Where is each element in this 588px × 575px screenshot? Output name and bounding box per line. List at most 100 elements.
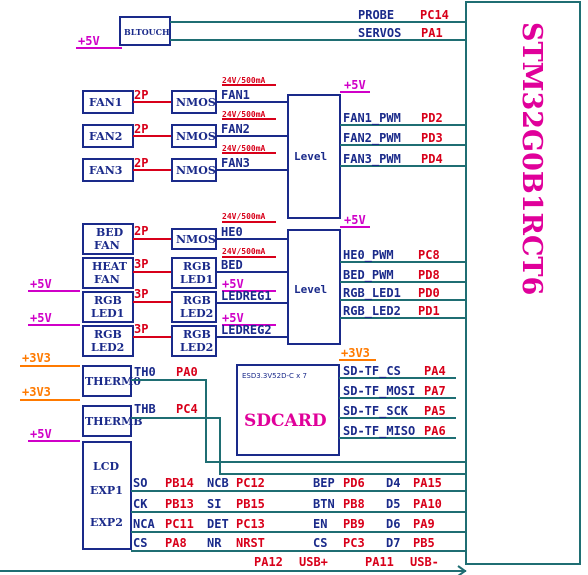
usb-m-label: USB- bbox=[410, 555, 439, 569]
fan-rating: 24V/500mA bbox=[222, 144, 266, 153]
lcd-pin-c: PC3 bbox=[343, 536, 365, 550]
pwm-pin: PD0 bbox=[418, 286, 440, 300]
lcd-pin-a: PC11 bbox=[165, 517, 194, 531]
sdcard-v33: +3V3 bbox=[341, 346, 370, 360]
heatfan-box bbox=[82, 257, 134, 289]
lcd-box bbox=[82, 441, 132, 550]
therm0-label: THERM0 bbox=[85, 375, 141, 388]
lcd-sig-b: NCB bbox=[207, 476, 229, 490]
heatfan-l1: HEAT bbox=[92, 260, 128, 273]
bedfan-nmos-label: NMOS bbox=[176, 233, 216, 246]
fan-pin: PD3 bbox=[421, 131, 443, 145]
bedfan-box bbox=[82, 223, 134, 255]
lcd-sig-c: EN bbox=[313, 517, 327, 531]
sd-pin: PA5 bbox=[424, 404, 446, 418]
heatfan-conn: 3P bbox=[134, 257, 148, 271]
lcd-pin-b: NRST bbox=[236, 536, 265, 550]
bltouch-label: BLTOUCH bbox=[124, 27, 170, 37]
pwm-pin: PD8 bbox=[418, 268, 440, 282]
thb-label: THB bbox=[134, 402, 156, 416]
rgbled1-rgb bbox=[171, 291, 217, 323]
servos-pin: PA1 bbox=[421, 26, 443, 40]
lcd-sig-c: CS bbox=[313, 536, 327, 550]
fan-label: FAN3 bbox=[89, 164, 122, 177]
lcd-pin-b: PC13 bbox=[236, 517, 265, 531]
rgbled1-box bbox=[82, 291, 134, 323]
sd-pin: PA7 bbox=[424, 384, 446, 398]
fan-rating: 24V/500mA bbox=[222, 110, 266, 119]
probe-label: PROBE bbox=[358, 8, 394, 22]
heatfan-net: BED bbox=[221, 258, 243, 272]
level1-box bbox=[287, 94, 341, 219]
rgbled1-rgb2: LED2 bbox=[180, 307, 213, 320]
rgbled2-l1: RGB bbox=[94, 328, 122, 341]
fan-pwm: FAN2_PWM bbox=[343, 131, 401, 146]
fan-rating: 24V/500mA bbox=[222, 76, 266, 85]
fan-label: FAN2 bbox=[89, 130, 122, 143]
sd-signal: SD-TF_CS bbox=[343, 364, 401, 379]
lcd-pin-b: PB15 bbox=[236, 497, 265, 511]
usb-p-label: USB+ bbox=[299, 555, 328, 569]
sd-signal: SD-TF_MISO bbox=[343, 424, 415, 439]
lcd-sig-b: DET bbox=[207, 517, 229, 531]
level2-v5: +5V bbox=[344, 213, 366, 227]
lcd-sig-a: CS bbox=[133, 536, 147, 550]
usb-p-pin: PA12 bbox=[254, 555, 283, 569]
th0-pin: PA0 bbox=[176, 365, 198, 379]
pwm-signal: RGB_LED2 bbox=[343, 304, 401, 319]
pwm-pin: PC8 bbox=[418, 248, 440, 262]
mcu-box bbox=[465, 1, 581, 565]
rgbled2-rgb1: RGB bbox=[183, 328, 211, 341]
lcd-sig-a: NCA bbox=[133, 517, 155, 531]
lcd-sig-d: D6 bbox=[386, 517, 400, 531]
therm-v33a: +3V3 bbox=[22, 351, 51, 365]
level1-v5: +5V bbox=[344, 78, 366, 92]
bedfan-l2: FAN bbox=[94, 239, 120, 252]
level1-label: Level bbox=[294, 150, 327, 163]
rgbled2-rgb bbox=[171, 325, 217, 357]
lcd-pin-c: PB8 bbox=[343, 497, 365, 511]
bedfan-net: HE0 bbox=[221, 225, 243, 239]
fan-net: FAN1 bbox=[221, 88, 250, 102]
usb-m-pin: PA11 bbox=[365, 555, 394, 569]
fan-pin: PD2 bbox=[421, 111, 443, 125]
fan-pwm: FAN1_PWM bbox=[343, 111, 401, 126]
bedfan-l1: BED bbox=[96, 226, 124, 239]
fan-nmos: NMOS bbox=[176, 164, 216, 177]
sdcard-label: SDCARD bbox=[244, 411, 327, 431]
lcd-sig-b: SI bbox=[207, 497, 221, 511]
pwm-pin: PD1 bbox=[418, 304, 440, 318]
rgbled1-rgb1: RGB bbox=[183, 294, 211, 307]
lcd-pin-b: PC12 bbox=[236, 476, 265, 490]
heatfan-rgb2: LED1 bbox=[180, 273, 213, 286]
sd-pin: PA6 bbox=[424, 424, 446, 438]
pwm-signal: RGB_LED1 bbox=[343, 286, 401, 301]
mcu-label: STM32G0B1RCT6 bbox=[516, 22, 547, 295]
rgbled1-net: LEDREG1 bbox=[221, 289, 272, 303]
fan-label: FAN1 bbox=[89, 96, 122, 109]
sd-signal: SD-TF_MOSI bbox=[343, 384, 415, 399]
lcd-sig-d: D7 bbox=[386, 536, 400, 550]
rgbled2-box bbox=[82, 325, 134, 357]
lcd-pin-a: PB13 bbox=[165, 497, 194, 511]
bedfan-rating: 24V/500mA bbox=[222, 212, 266, 221]
fan-conn: 2P bbox=[134, 122, 148, 136]
fan-pwm: FAN3_PWM bbox=[343, 152, 401, 167]
sd-signal: SD-TF_SCK bbox=[343, 404, 409, 419]
rgbled2-rgb2: LED2 bbox=[180, 341, 213, 354]
lcd-v5: +5V bbox=[30, 427, 52, 441]
lcd-sig-c: BEP bbox=[313, 476, 335, 490]
fan-net: FAN3 bbox=[221, 156, 250, 170]
rgbled1-l1: RGB bbox=[94, 294, 122, 307]
th0-label: TH0 bbox=[134, 365, 156, 379]
lcd-sig-c: BTN bbox=[313, 497, 335, 511]
rgbled1-v5: +5V bbox=[30, 277, 52, 291]
level2-label: Level bbox=[294, 283, 327, 296]
level2-box bbox=[287, 229, 341, 345]
thb-pin: PC4 bbox=[176, 402, 198, 416]
lcd-pin-c: PB9 bbox=[343, 517, 365, 531]
pwm-signal: BED_PWM bbox=[343, 268, 394, 283]
lcd-pin-c: PD6 bbox=[343, 476, 365, 490]
lcd-sig-d: D5 bbox=[386, 497, 400, 511]
